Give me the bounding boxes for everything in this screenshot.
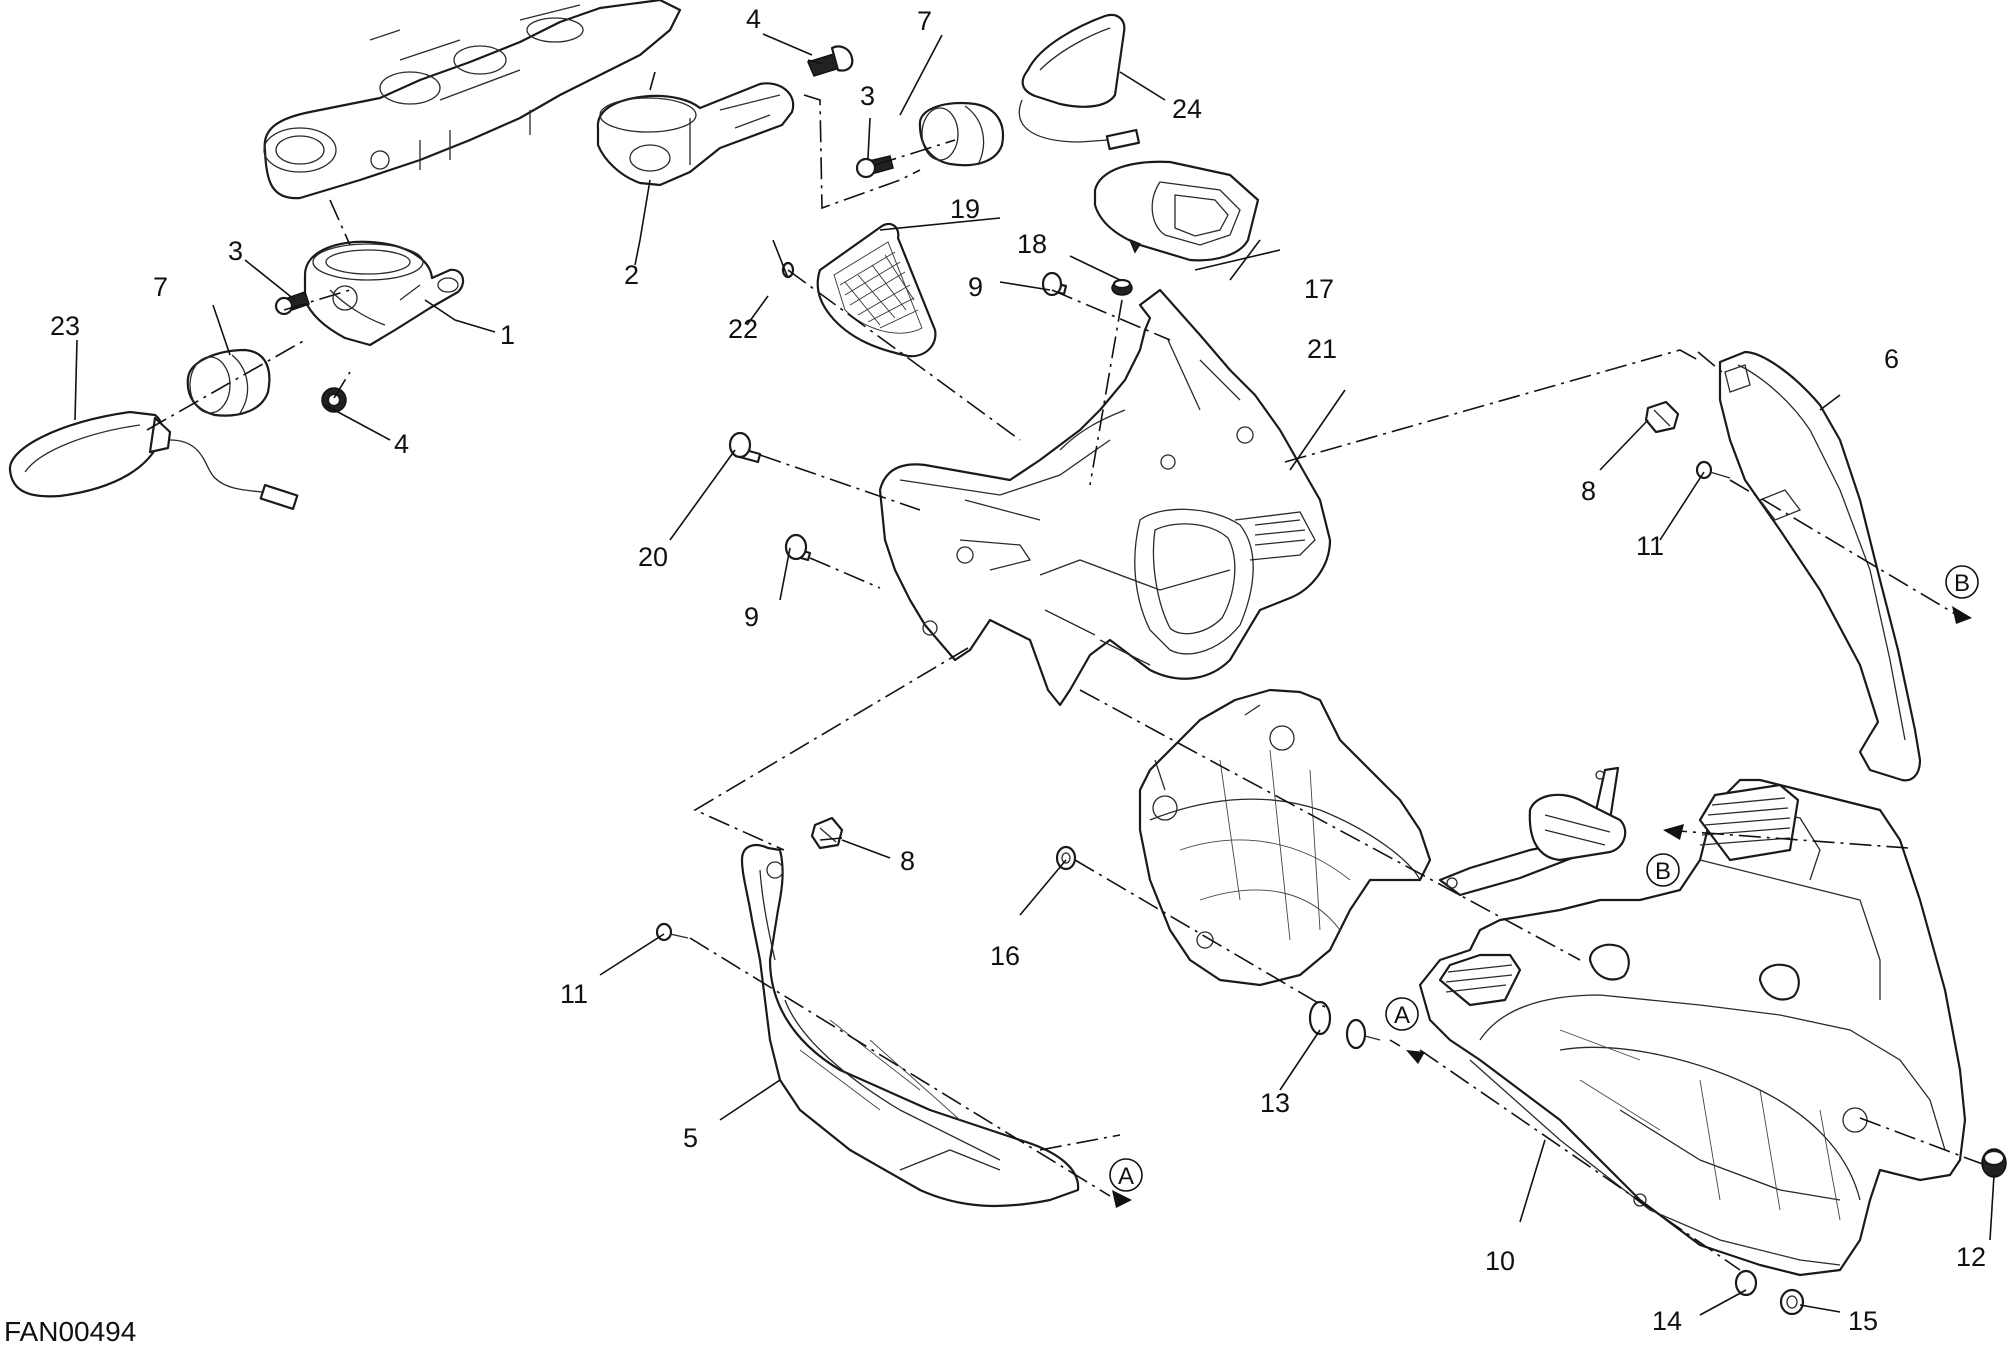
reference-a-right-label: A xyxy=(1394,1002,1410,1029)
nut-16 xyxy=(1055,845,1077,871)
callout-5: 5 xyxy=(683,1123,698,1153)
diagram-code: FAN00494 xyxy=(4,1316,137,1347)
callout-11-upper: 11 xyxy=(1636,531,1664,561)
callout-4-upper: 4 xyxy=(746,4,761,34)
assembly-lines xyxy=(146,59,1986,1271)
instrument-display xyxy=(1093,160,1260,262)
nut-15 xyxy=(1779,1288,1805,1316)
grommet-12 xyxy=(1981,1148,2007,1178)
right-handlebar-clamp xyxy=(596,82,795,187)
bracket-connector xyxy=(1438,766,1627,897)
screw-11-upper xyxy=(1695,460,1731,480)
leader-lines xyxy=(74,33,1995,1316)
callout-22: 22 xyxy=(728,314,758,344)
callout-11-lower: 11 xyxy=(560,979,588,1009)
callout-3-upper: 3 xyxy=(860,81,875,111)
callout-15: 15 xyxy=(1848,1306,1878,1336)
callout-21: 21 xyxy=(1307,334,1337,364)
screw-9-lower xyxy=(784,533,812,562)
callout-6: 6 xyxy=(1884,344,1899,374)
grille-cover xyxy=(816,222,937,358)
left-handlebar-clamp xyxy=(303,240,465,347)
callout-24: 24 xyxy=(1172,94,1202,124)
callout-14: 14 xyxy=(1652,1306,1682,1336)
reference-a-left-label: A xyxy=(1118,1163,1134,1190)
callout-7-left: 7 xyxy=(153,272,168,302)
left-turn-signal xyxy=(8,410,299,511)
callout-12: 12 xyxy=(1956,1242,1986,1272)
screw-4-left xyxy=(321,387,347,413)
reference-b-upper-label: B xyxy=(1954,570,1970,597)
callout-labels: 1 2 3 3 4 4 5 6 7 7 8 8 9 9 10 11 11 12 … xyxy=(50,4,1986,1336)
inner-fairing-duct xyxy=(1138,688,1432,987)
front-fairing-upper xyxy=(878,288,1332,707)
clip-8-lower xyxy=(810,816,844,850)
reference-a-left: A xyxy=(1039,1134,1143,1192)
callout-7-upper: 7 xyxy=(917,6,932,36)
screw-3-left xyxy=(274,291,310,316)
washer-13 xyxy=(1308,1000,1381,1050)
callout-16: 16 xyxy=(990,941,1020,971)
callout-19: 19 xyxy=(950,194,980,224)
callout-9-lower: 9 xyxy=(744,602,759,632)
callout-18: 18 xyxy=(1017,229,1047,259)
right-turn-signal xyxy=(1018,13,1141,151)
callout-10: 10 xyxy=(1485,1246,1515,1276)
upper-triple-clamp xyxy=(263,0,682,200)
screw-3-upper xyxy=(855,155,894,179)
clip-8-upper xyxy=(1644,400,1680,434)
callout-2: 2 xyxy=(624,260,639,290)
side-panel-right xyxy=(1718,350,1922,782)
screw-20 xyxy=(728,431,762,464)
screw-11-lower xyxy=(655,922,689,942)
callout-4-left: 4 xyxy=(394,429,409,459)
callout-20: 20 xyxy=(638,542,668,572)
callout-3-left: 3 xyxy=(228,236,243,266)
washer-14 xyxy=(1734,1269,1758,1297)
callout-17: 17 xyxy=(1304,274,1334,304)
callout-8-lower: 8 xyxy=(900,846,915,876)
callout-8-upper: 8 xyxy=(1581,476,1596,506)
reference-a-right: A xyxy=(1385,997,1419,1031)
grommet-18 xyxy=(1111,278,1133,296)
callout-1: 1 xyxy=(500,320,515,350)
right-rubber-mount xyxy=(918,101,1005,167)
reference-b-lower: B xyxy=(1646,853,1680,887)
headlight-assembly xyxy=(1418,778,1967,1277)
reference-b-lower-label: B xyxy=(1655,858,1671,885)
callout-13: 13 xyxy=(1260,1088,1290,1118)
reference-b-upper: B xyxy=(1945,565,1979,599)
callout-9-upper: 9 xyxy=(968,272,983,302)
side-panel-left xyxy=(740,844,1080,1208)
screw-4-upper xyxy=(806,45,854,77)
callout-23: 23 xyxy=(50,311,80,341)
